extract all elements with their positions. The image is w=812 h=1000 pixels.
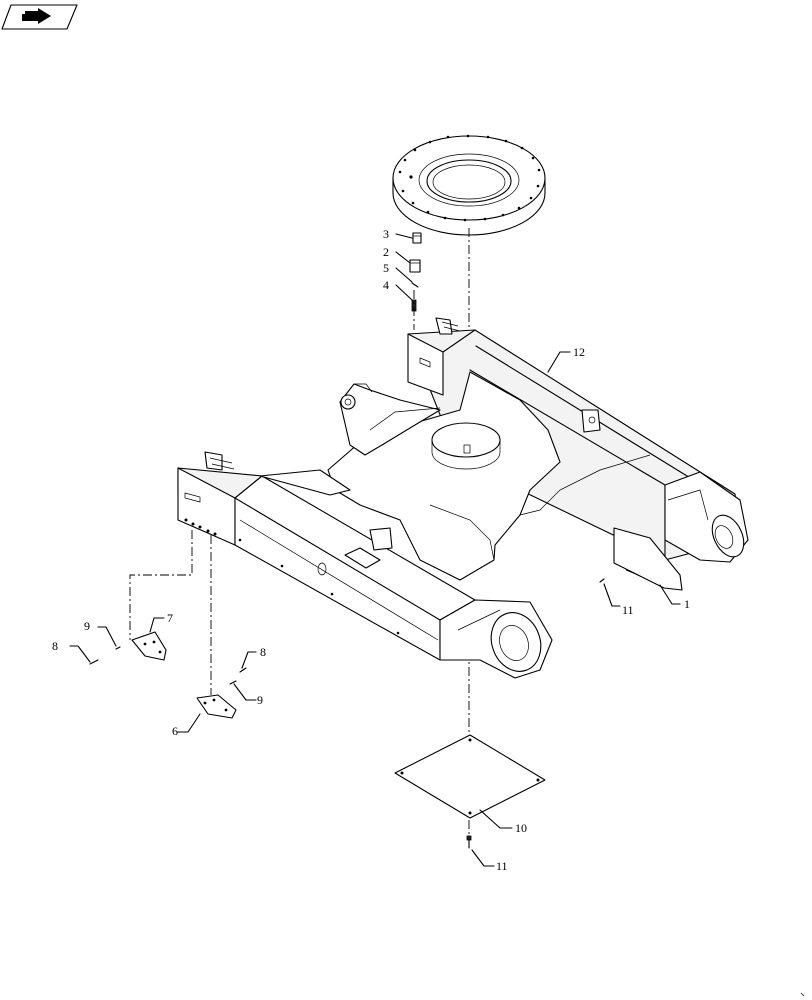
cover-plate-6	[196, 694, 237, 719]
cover-plate-7	[131, 631, 167, 661]
callout-labels: 3 2 5 4 12 1 7 8 9 8 9 6 10 11 11	[52, 227, 690, 873]
corner-mark	[800, 992, 805, 997]
bottom-cover-10	[394, 734, 546, 819]
callout-6: 6	[172, 724, 178, 738]
callout-1: 1	[684, 597, 690, 611]
callout-3: 3	[383, 227, 389, 241]
callout-8-left: 8	[52, 639, 58, 653]
callout-9-left: 9	[84, 619, 90, 633]
arrow-right-icon	[22, 8, 51, 24]
callout-leaders	[69, 233, 681, 867]
callout-4: 4	[383, 278, 389, 292]
callout-5: 5	[383, 261, 389, 275]
side-cover-1	[613, 527, 683, 591]
callout-2: 2	[383, 245, 389, 259]
bolts	[89, 578, 605, 849]
swing-bearing	[392, 134, 546, 236]
callout-11-lower: 11	[496, 859, 508, 873]
track-frame	[177, 317, 749, 679]
callout-11-upper: 11	[622, 603, 634, 617]
callout-12: 12	[573, 345, 585, 359]
callout-8-right: 8	[260, 645, 266, 659]
hardware-stack	[409, 232, 422, 330]
callout-10: 10	[515, 821, 527, 835]
leader-cover-7	[129, 530, 193, 640]
callout-9-right: 9	[257, 693, 263, 707]
nav-button[interactable]	[1, 4, 78, 30]
callout-7: 7	[167, 611, 173, 625]
